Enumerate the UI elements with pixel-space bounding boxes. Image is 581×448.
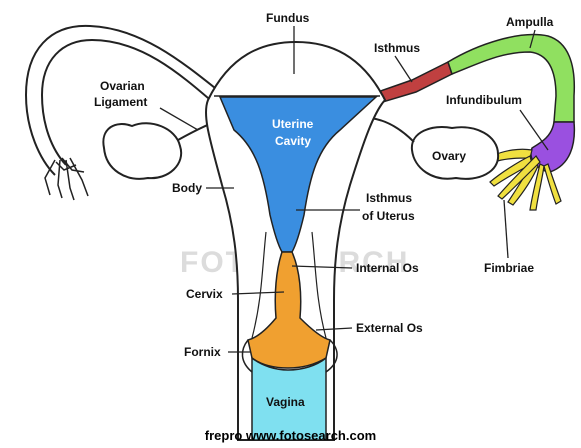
label-isthmus-of-uterus-1: Isthmus <box>366 191 412 205</box>
label-fornix: Fornix <box>184 345 221 359</box>
label-uterine-cavity-2: Cavity <box>275 134 311 148</box>
left-fimbriae <box>45 158 88 200</box>
right-tube-ampulla <box>448 35 574 122</box>
label-fimbriae: Fimbriae <box>484 261 534 275</box>
label-infundibulum: Infundibulum <box>446 93 522 107</box>
label-isthmus: Isthmus <box>374 41 420 55</box>
left-ovary <box>103 123 181 179</box>
label-isthmus-of-uterus-2: of Uterus <box>362 209 415 223</box>
label-ovary: Ovary <box>432 149 466 163</box>
label-ampulla: Ampulla <box>506 15 554 29</box>
label-uterine-cavity-1: Uterine <box>272 117 314 131</box>
label-fundus: Fundus <box>266 11 310 25</box>
label-body: Body <box>172 181 202 195</box>
label-external-os: External Os <box>356 321 423 335</box>
label-internal-os: Internal Os <box>356 261 419 275</box>
label-ovarian-ligament-1: Ovarian <box>100 79 145 93</box>
credit-line: frepro www.fotosearch.com <box>0 428 581 443</box>
label-ovarian-ligament-2: Ligament <box>94 95 147 109</box>
right-ovarian-ligament <box>370 118 414 142</box>
label-vagina: Vagina <box>266 395 305 409</box>
label-cervix: Cervix <box>186 287 223 301</box>
